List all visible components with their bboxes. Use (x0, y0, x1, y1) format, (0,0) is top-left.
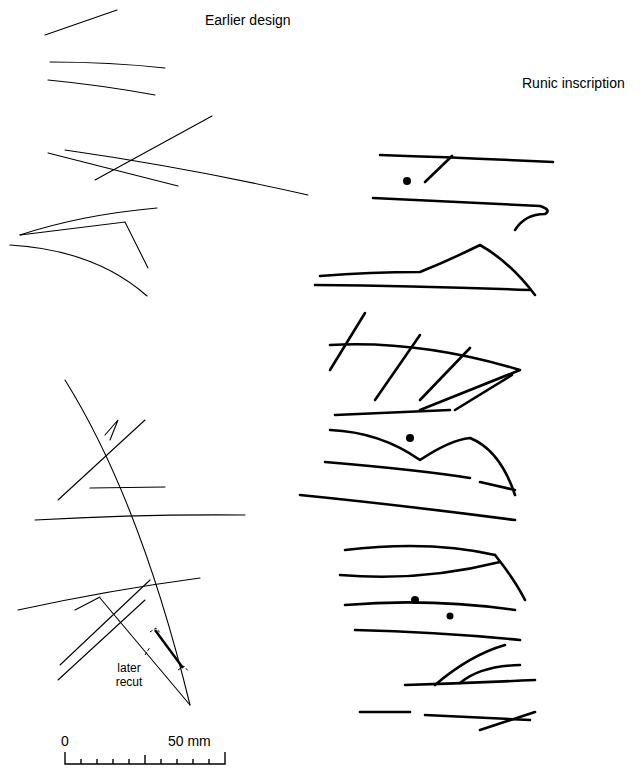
scale-number: 50 mm (168, 733, 211, 749)
scale-number: 0 (61, 733, 69, 749)
heading-label: Earlier design (205, 12, 291, 28)
recut-bracket (145, 628, 189, 672)
note-label: later recut (110, 662, 148, 690)
scale-bar (65, 752, 225, 764)
punctuation-dots (403, 177, 454, 620)
earlier-design (10, 10, 308, 705)
runic-inscription (300, 155, 553, 730)
heading-label: Runic inscription (522, 75, 625, 91)
